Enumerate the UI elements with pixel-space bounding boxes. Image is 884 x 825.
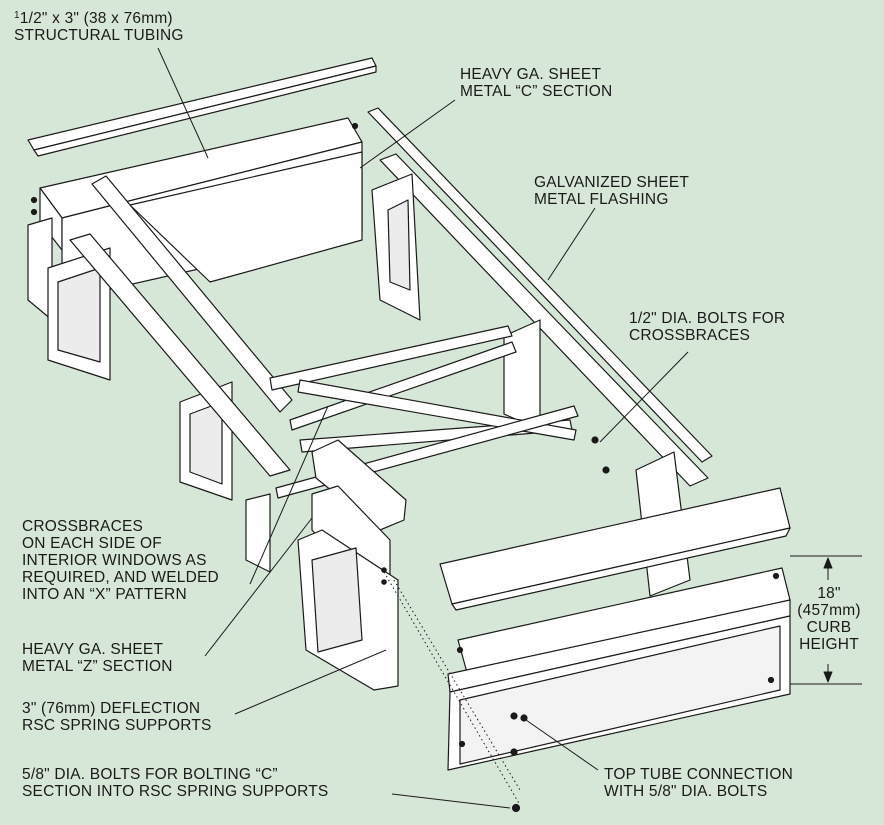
front-c-section [439,487,791,611]
left-spring-supports [27,217,271,573]
label-crossbrace-bolts: 1/2" DIA. BOLTS FOR CROSSBRACES [629,310,786,344]
label-crossbraces: CROSSBRACES ON EACH SIDE OF INTERIOR WIN… [22,518,219,603]
front-z-section [311,439,407,575]
front-spring-support [297,529,399,691]
label-c-section-bolts: 5/8" DIA. BOLTS FOR BOLTING “C” SECTION … [22,766,329,800]
left-inner-angle [69,175,293,477]
bolt-path-lines [383,571,521,806]
leader-lines [157,47,689,809]
label-metal-flashing: GALVANIZED SHEET METAL FLASHING [534,174,690,208]
label-c-section: HEAVY GA. SHEET METAL “C” SECTION [460,66,613,100]
bolts [510,436,610,813]
rear-end-wall [129,151,363,283]
label-top-tube-connection: TOP TUBE CONNECTION WITH 5/8" DIA. BOLTS [604,766,793,800]
label-curb-height: 18" (457mm) CURB HEIGHT [797,585,861,653]
label-z-section: HEAVY GA. SHEET METAL “Z” SECTION [22,641,173,675]
label-spring-supports: 3" (76mm) DEFLECTION RSC SPRING SUPPORTS [22,700,212,734]
label-structural-tubing: 11/2" x 3" (38 x 76mm) STRUCTURAL TUBING [14,10,184,44]
curb-height-dimension [790,555,862,685]
structural-tubing-part [27,57,377,157]
